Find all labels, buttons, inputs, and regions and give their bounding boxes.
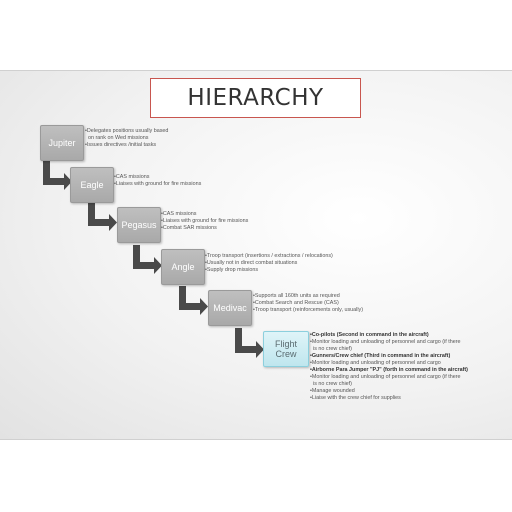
bullet-item: •Monitor loading and unloading of person… bbox=[310, 374, 461, 380]
bullet-item: •Usually not in direct combat situations bbox=[205, 260, 298, 266]
title-box: HIERARCHY bbox=[150, 78, 361, 118]
bullet-item: •Troop transport (insertions / extractio… bbox=[205, 253, 333, 259]
bullet-item: •Liaise with the crew chief for supplies bbox=[310, 395, 401, 401]
bullet-item: •CAS missions bbox=[114, 174, 150, 180]
bullet-item: •Airborne Para Jumper "PJ" (forth in com… bbox=[310, 367, 468, 373]
bullet-item: •Gunners/Crew chief (Third in command in… bbox=[310, 353, 451, 359]
bullet-item: •Liaises with ground for fire missions bbox=[114, 181, 202, 187]
bullets-angle: •Troop transport (insertions / extractio… bbox=[205, 253, 333, 274]
bullet-item: •Monitor loading and unloading of person… bbox=[310, 339, 461, 345]
bullet-item: is no crew chief) bbox=[313, 381, 352, 387]
page-title: HIERARCHY bbox=[187, 85, 324, 111]
bullet-item: •Liaises with ground for fire missions bbox=[161, 218, 249, 224]
level-label: Jupiter bbox=[48, 138, 76, 148]
bullet-item: •Manage wounded bbox=[310, 388, 355, 394]
level-box-jupiter: Jupiter bbox=[40, 125, 84, 161]
bullet-item: •Co-pilots (Second in command in the air… bbox=[310, 332, 429, 338]
bullet-item: on rank on Wed missions bbox=[88, 135, 149, 141]
bullet-item: is no crew chief) bbox=[313, 346, 352, 352]
bullets-jupiter: •Delegates positions usually based on ra… bbox=[85, 128, 168, 149]
level-label: Eagle bbox=[80, 180, 104, 190]
level-label: Pegasus bbox=[121, 220, 157, 230]
bullet-item: •Troop transport (reinforcements only, u… bbox=[253, 307, 364, 313]
bullet-item: •Supply drop missions bbox=[205, 267, 259, 273]
bullets-medivac: •Supports all 160th units as required •C… bbox=[253, 293, 363, 314]
bullets-eagle: •CAS missions •Liaises with ground for f… bbox=[114, 174, 201, 188]
step-arrow-1 bbox=[43, 160, 72, 190]
bullet-item: •Combat Search and Rescue (CAS) bbox=[253, 300, 339, 306]
bullet-item: •CAS missions bbox=[161, 211, 197, 217]
step-arrow-5 bbox=[235, 328, 264, 358]
level-box-angle: Angle bbox=[161, 249, 205, 285]
bullet-item: •Issues directives /initial tasks bbox=[85, 142, 157, 148]
step-arrow-4 bbox=[179, 286, 208, 315]
bullet-item: •Delegates positions usually based bbox=[85, 128, 169, 134]
level-label: Medivac bbox=[213, 303, 247, 313]
level-box-medivac: Medivac bbox=[208, 290, 252, 326]
bullets-flight-crew: •Co-pilots (Second in command in the air… bbox=[310, 332, 468, 402]
level-box-eagle: Eagle bbox=[70, 167, 114, 203]
bullet-item: •Monitor loading and unloading of person… bbox=[310, 360, 441, 366]
level-label: Flight Crew bbox=[274, 339, 297, 359]
bullets-pegasus: •CAS missions •Liaises with ground for f… bbox=[161, 211, 248, 232]
level-box-flight-crew: Flight Crew bbox=[263, 331, 309, 367]
level-label: Angle bbox=[171, 262, 195, 272]
step-arrow-3 bbox=[133, 245, 162, 274]
bullet-item: •Combat SAR missions bbox=[161, 225, 217, 231]
step-arrow-2 bbox=[88, 201, 117, 231]
slide-background bbox=[0, 70, 512, 440]
bullet-item: •Supports all 160th units as required bbox=[253, 293, 340, 299]
level-box-pegasus: Pegasus bbox=[117, 207, 161, 243]
